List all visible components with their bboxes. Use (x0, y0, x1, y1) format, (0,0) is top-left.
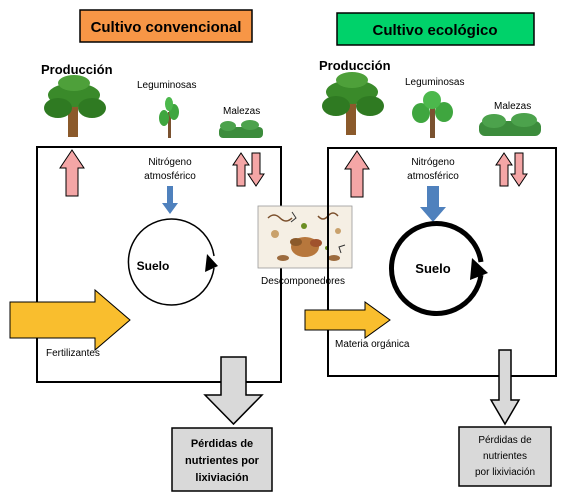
left-production-arrow (59, 149, 85, 197)
left-sapling-icon (159, 97, 179, 138)
right-malezas-label: Malezas (494, 101, 531, 112)
right-panel: Cultivo ecológico Producción Leguminosas… (304, 12, 557, 487)
left-atmosferico-label: atmosférico (144, 171, 196, 182)
right-header-box (336, 12, 535, 46)
left-loss-arrow (203, 356, 264, 426)
left-nitrogen-arrow (162, 186, 178, 214)
left-produccion-label: Producción (41, 62, 113, 77)
right-produccion-label: Producción (319, 58, 391, 73)
right-nitrogeno-label: Nitrógeno (411, 157, 455, 168)
left-header-title: Cultivo convencional (91, 19, 242, 36)
left-input-label: Fertilizantes (46, 348, 100, 359)
right-tree-icon (322, 72, 384, 135)
right-weed-up-arrow (495, 152, 513, 187)
right-atmosferico-label: atmosférico (407, 171, 459, 182)
right-loss-box (458, 426, 552, 487)
right-header-title: Cultivo ecológico (372, 22, 497, 39)
left-weed-down-arrow (247, 152, 265, 187)
left-weed-up-arrow (232, 152, 250, 187)
left-leguminosas-label: Leguminosas (137, 80, 196, 91)
left-nitrogeno-label: Nitrógeno (148, 157, 192, 168)
left-weed-icon (219, 120, 263, 138)
decomposers-group: Descomponedores (257, 205, 353, 287)
right-leguminosas-label: Leguminosas (405, 77, 464, 88)
left-soil-cycle-icon (127, 218, 218, 306)
left-loss-box (171, 427, 273, 492)
left-loss-line2: nutrientes por (185, 455, 260, 467)
right-loss-line1: Pérdidas de (478, 435, 532, 446)
left-suelo-label: Suelo (137, 259, 170, 273)
right-nitrogen-arrow (420, 186, 446, 222)
right-system-box (327, 147, 557, 377)
left-tree-icon (44, 75, 106, 137)
left-malezas-label: Malezas (223, 106, 260, 117)
descomponedores-label: Descomponedores (261, 276, 345, 287)
left-input-arrow (9, 288, 131, 352)
right-input-label: Materia orgánica (335, 339, 410, 350)
right-suelo-label: Suelo (415, 261, 450, 276)
right-input-arrow (304, 301, 391, 339)
left-panel: Cultivo convencional Producción Legumino… (9, 9, 282, 492)
right-soil-cycle-icon (389, 221, 488, 316)
right-weed-icon (479, 113, 541, 136)
right-loss-arrow (489, 349, 521, 426)
left-loss-line1: Pérdidas de (191, 438, 253, 450)
right-loss-line2: nutrientes (483, 451, 527, 462)
right-weed-down-arrow (510, 152, 528, 187)
left-loss-line3: lixiviación (195, 472, 248, 484)
left-header-box (79, 9, 253, 43)
decomposers-icon (257, 205, 353, 269)
right-production-arrow (344, 150, 370, 198)
right-sapling-icon (412, 91, 453, 138)
right-loss-line3: por lixiviación (475, 467, 535, 478)
